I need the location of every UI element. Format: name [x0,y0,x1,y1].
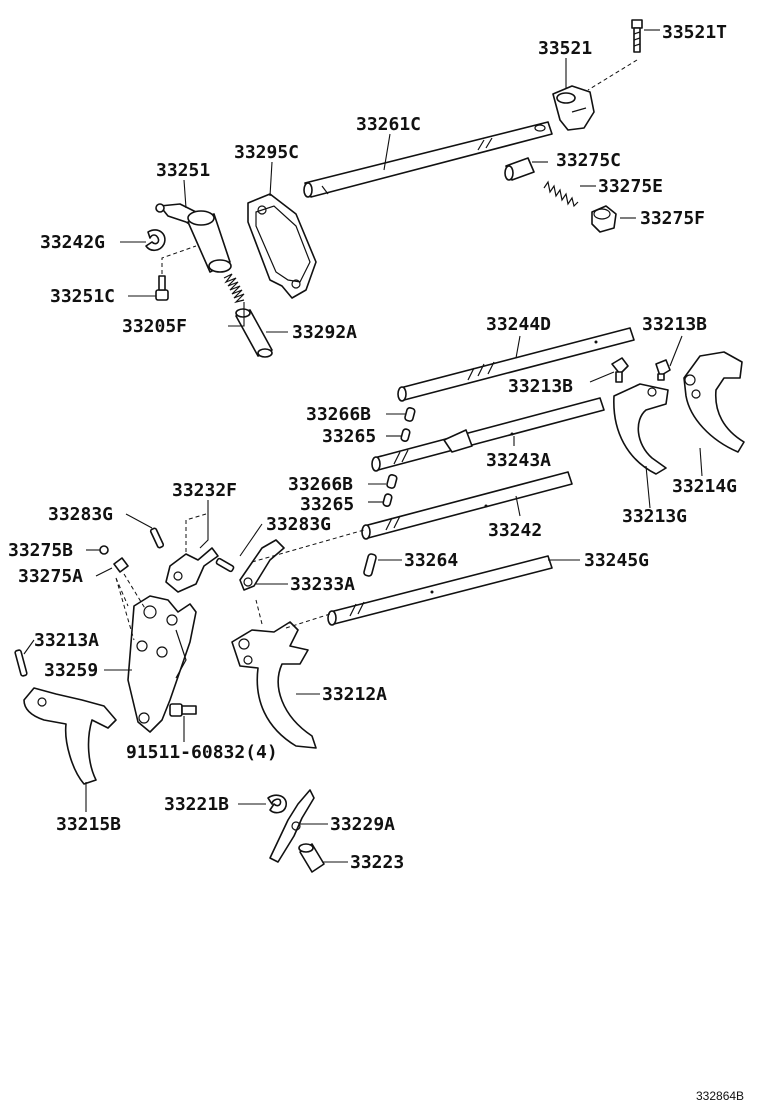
label-33275F: 33275F [640,208,705,229]
fork-33214G [683,351,745,453]
pin-33283G-b [215,557,235,573]
label-33214G: 33214G [672,476,737,497]
label-33295C: 33295C [234,142,299,163]
bolt-91511 [169,703,197,717]
shaft-33245G [327,555,553,626]
label-33292A: 33292A [292,322,357,343]
pin-33292A [235,308,273,358]
shaft-33242 [361,471,573,540]
label-33232F: 33232F [172,480,237,501]
label-33275A: 33275A [18,566,83,587]
fork-33213G [613,383,669,475]
pin-33264 [363,553,377,577]
plug-33275F [591,205,617,233]
lever-33251 [155,203,232,273]
gasket-33295C [247,193,317,299]
dash-33251C [161,245,197,274]
dash-33233A [251,529,365,563]
label-33275C: 33275C [556,150,621,171]
pin-33223 [298,843,325,873]
label-33275B: 33275B [8,540,73,561]
label-33265-b: 33265 [300,494,354,515]
label-33283G-b: 33283G [266,514,331,535]
label-33266B-b: 33266B [288,474,353,495]
shaft-33244D [397,327,635,402]
bracket-33232F [165,547,219,593]
ball-33275B [99,545,109,555]
dash-33259 [115,573,147,641]
label-33213B-b: 33213B [508,376,573,397]
bolt-33213B-a [611,357,629,383]
label-33213G: 33213G [622,506,687,527]
fork-33212A [231,621,317,749]
label-33212A: 33212A [322,684,387,705]
label-33251: 33251 [156,160,210,181]
lever-33229A [269,789,315,863]
pin-33265-b [382,493,393,507]
spring-33205F [223,273,245,304]
label-33205F: 33205F [122,316,187,337]
label-33243A: 33243A [486,450,551,471]
shaft-33261C [303,121,553,198]
label-33242: 33242 [488,520,542,541]
label-33233A: 33233A [290,574,355,595]
fork-33215B [23,687,117,785]
pin-33275C [504,157,535,181]
bolt-33251C [155,275,169,301]
label-33223: 33223 [350,852,404,873]
dash-33232F [185,513,207,552]
pin-33266B-b [386,474,398,489]
diagram-reference-code: 332864B [696,1089,744,1103]
label-33242G: 33242G [40,232,105,253]
label-33244D: 33244D [486,314,551,335]
dash-33212A [255,599,331,629]
plug-33275A [113,557,129,573]
shaft-33243A [371,397,605,472]
bolt-33521T [631,19,643,53]
label-33213B-a: 33213B [642,314,707,335]
label-33265-a: 33265 [322,426,376,447]
label-33259: 33259 [44,660,98,681]
label-33261C: 33261C [356,114,421,135]
label-33213A: 33213A [34,630,99,651]
label-33521T: 33521T [662,22,727,43]
pin-33213A [14,649,28,677]
leader-lines [23,29,703,863]
label-33283G-a: 33283G [48,504,113,525]
part-labels: 33521T 33521 33261C 33295C 33275C 33251 … [8,22,744,1103]
pin-33283G-a [149,527,165,549]
housing-33259 [127,595,197,733]
label-33251C: 33251C [50,286,115,307]
pin-33266B-a [404,407,416,422]
label-33245G: 33245G [584,550,649,571]
block-33521 [552,85,595,131]
label-33221B: 33221B [164,794,229,815]
label-33264: 33264 [404,550,458,571]
label-33266B-a: 33266B [306,404,371,425]
clip-33242G [145,229,166,252]
label-33215B: 33215B [56,814,121,835]
clip-33221B [267,794,287,814]
spring-33275E [543,180,579,208]
lever-33233A [239,539,285,591]
bolt-33213B-b [655,359,671,381]
dash-33521T [587,59,638,91]
label-33275E: 33275E [598,176,663,197]
label-91511: 91511-60832(4) [126,742,278,763]
label-33229A: 33229A [330,814,395,835]
label-33521: 33521 [538,38,592,59]
pin-33265-a [400,428,411,442]
